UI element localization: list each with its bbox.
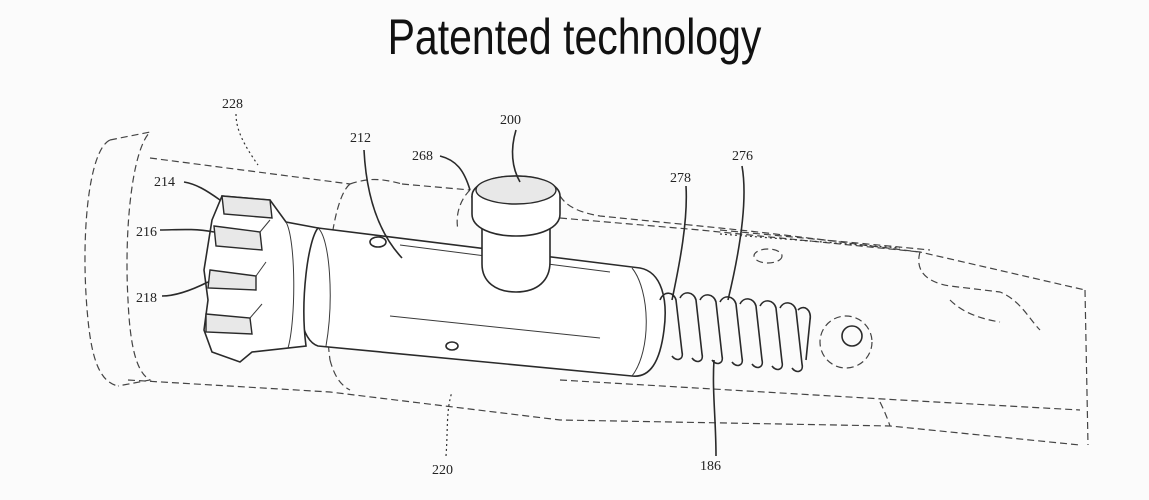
ref-228: 228 [222,97,243,112]
ref-276: 276 [732,149,753,164]
page-title: Patented technology [387,9,762,65]
ref-200: 200 [500,113,521,128]
spring [659,292,812,373]
ref-268: 268 [412,149,433,164]
leader-lines [159,113,745,457]
ref-216: 216 [136,225,157,240]
barrel-housing-outline [84,131,1089,446]
ref-218: 218 [136,291,157,306]
bolt-head-lugs [203,195,320,363]
ref-186: 186 [700,459,721,474]
reference-numerals: 228 212 200 268 276 278 214 216 218 220 … [136,97,753,478]
ref-214: 214 [154,175,175,190]
cam-pin [471,175,561,293]
ref-278: 278 [670,171,691,186]
ref-212: 212 [350,131,371,146]
bolt-body [277,227,666,377]
ref-220: 220 [432,463,453,478]
